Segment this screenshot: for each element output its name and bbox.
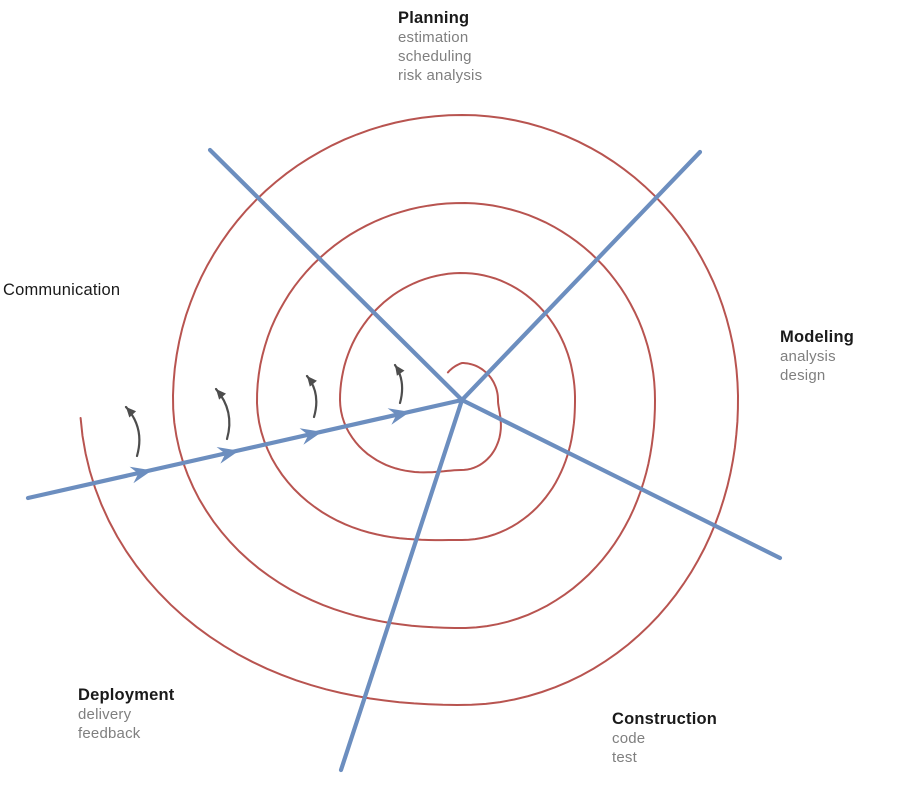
phase-modeling: Modeling analysis design [780,327,854,385]
progress-arrowhead-icon [126,407,137,418]
phase-deployment-title: Deployment [78,686,175,704]
phase-deployment-item: delivery [78,706,132,723]
axis-modeling-construction [459,397,783,561]
phase-communication-title: Communication [3,281,121,299]
phase-planning-item: risk analysis [398,67,483,84]
phase-construction-item: code [612,730,646,747]
phase-deployment: Deployment delivery feedback [78,685,174,743]
progress-arrowhead-icon [395,365,405,376]
phase-construction-item: test [612,749,637,766]
phase-planning-title: Planning [398,9,470,27]
phase-planning-item: estimation [398,29,469,46]
phase-planning-item: scheduling [398,48,472,65]
phase-deployment-item: feedback [78,725,141,742]
axis-arrowhead-icon [129,466,152,484]
axis-communication-planning [207,147,465,403]
phase-construction: Construction code test [612,709,717,767]
progress-arrowhead-icon [307,376,317,387]
phase-construction-title: Construction [612,710,718,728]
phase-modeling-title: Modeling [780,328,855,346]
axis-planning-modeling [459,149,703,403]
axis-construction-deployment [338,397,465,773]
axis-arrowhead-icon [299,428,322,445]
phase-planning: Planning estimation scheduling risk anal… [398,8,482,85]
spiral-path [79,113,740,707]
phase-communication: Communication [3,280,120,300]
axis-arrowhead-icon [216,447,239,464]
progress-arrow-icon [214,387,231,441]
axis-deployment-communication [25,397,465,501]
progress-arrowhead-icon [216,389,226,400]
phase-modeling-item: analysis [780,348,836,365]
axis-arrowhead-icon [387,408,410,425]
phase-modeling-item: design [780,367,826,384]
